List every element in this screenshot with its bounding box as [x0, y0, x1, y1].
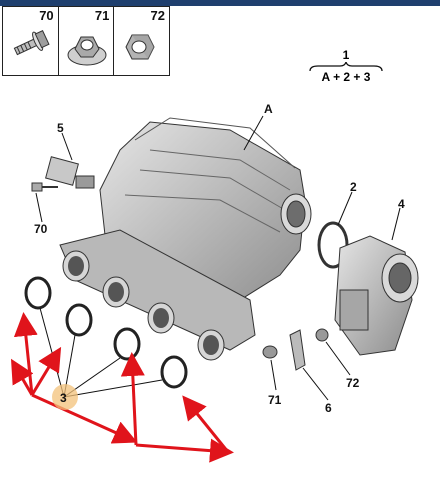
- callout-71: 71: [268, 393, 282, 407]
- nut-72-part: [315, 328, 329, 342]
- callout-6: 6: [325, 401, 332, 415]
- seal-ring: [24, 276, 52, 310]
- seal-ring: [160, 355, 188, 389]
- throttle-body-part-4: [334, 235, 419, 356]
- legend-cell-72: 72: [114, 7, 169, 75]
- hex-nut-icon: [125, 34, 155, 60]
- intake-manifold: [59, 117, 312, 361]
- legend-label-71: 71: [94, 8, 110, 23]
- seal-ring: [65, 303, 93, 337]
- sensor-part-5: [45, 156, 95, 189]
- legend-cell-71: 71: [59, 7, 115, 75]
- nut-71-part: [262, 345, 278, 359]
- callout-4: 4: [398, 197, 405, 211]
- fastener-legend: 70 71 72: [2, 6, 170, 76]
- seal-ring: [113, 327, 141, 361]
- callout-5: 5: [57, 121, 64, 135]
- callout-2: 2: [350, 180, 357, 194]
- legend-cell-70: 70: [3, 7, 59, 75]
- red-arrows: [10, 312, 234, 463]
- brace-icon: [309, 62, 383, 72]
- bracket-part-6: [289, 329, 306, 371]
- top-bar: [0, 0, 440, 6]
- legend-label-72: 72: [150, 8, 166, 23]
- callout-A: A: [264, 102, 273, 116]
- callout-70: 70: [34, 222, 48, 236]
- formula-top: 1: [342, 48, 350, 62]
- callout-3-highlight: [52, 384, 78, 410]
- legend-label-70: 70: [39, 8, 54, 23]
- bolt-70-part: [31, 182, 58, 192]
- formula-bottom: A + 2 + 3: [321, 70, 371, 84]
- assembly-formula: 1 A + 2 + 3: [306, 48, 386, 84]
- flange-nut-icon: [67, 36, 107, 66]
- bolt-with-washer-icon: [13, 29, 50, 56]
- callout-3: 3: [60, 391, 67, 405]
- callout-72: 72: [346, 376, 360, 390]
